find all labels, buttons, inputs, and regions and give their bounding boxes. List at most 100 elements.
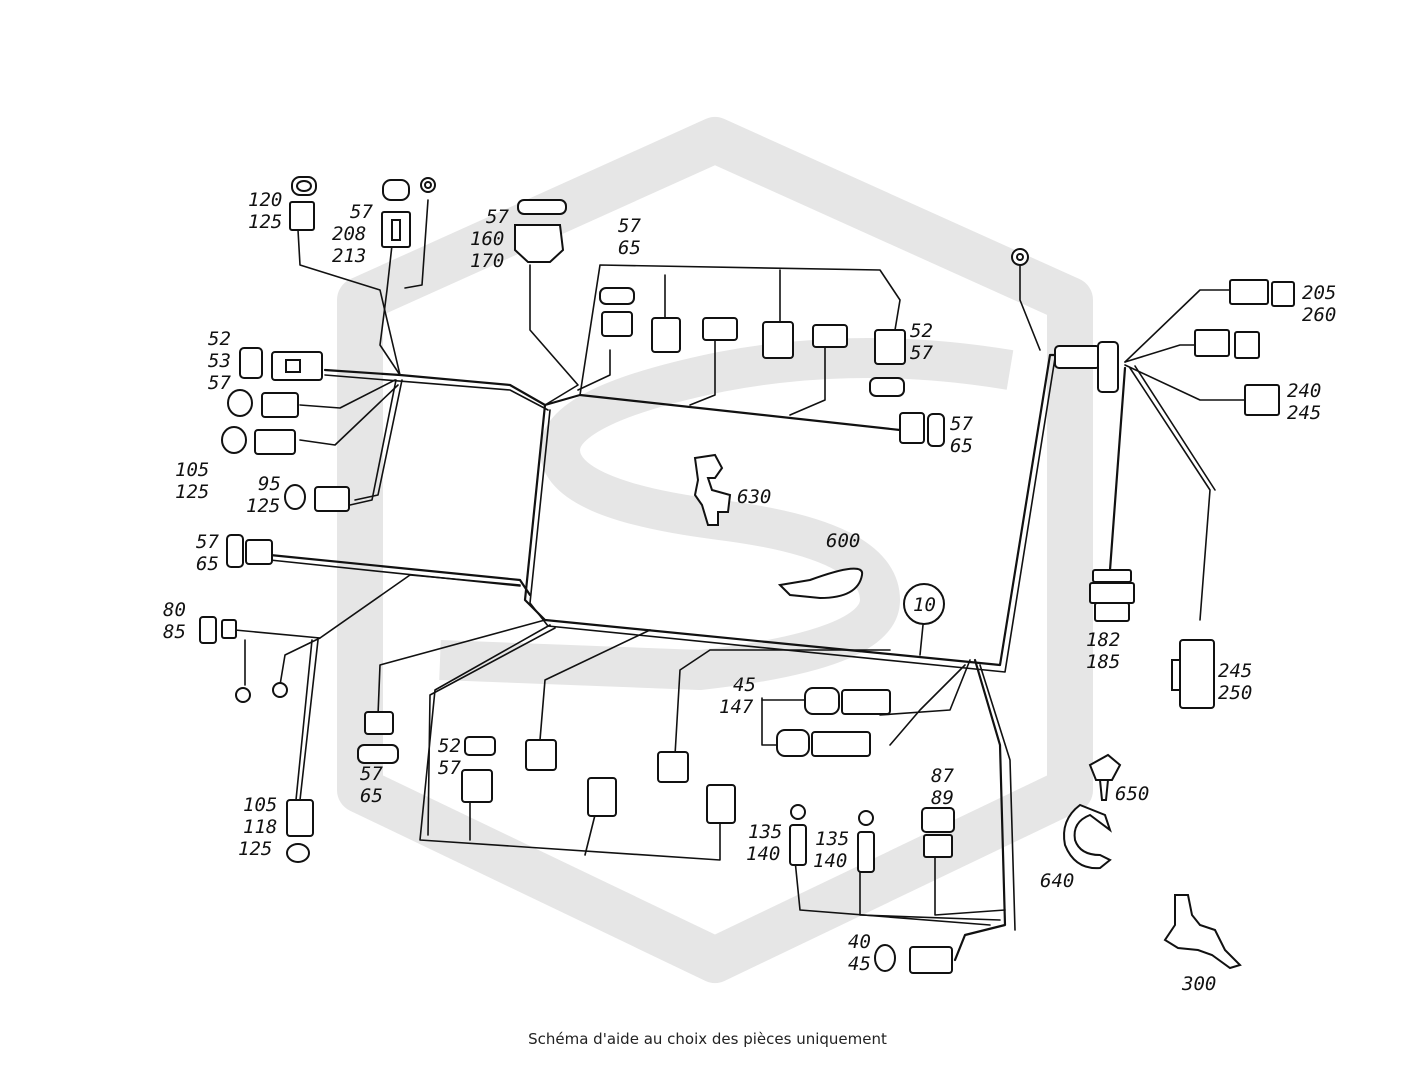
diagram-caption: Schéma d'aide au choix des pièces unique… (528, 1030, 887, 1048)
label-65: 65 (618, 237, 641, 259)
label-45: 45 (848, 953, 871, 975)
connector-245-250[interactable] (1171, 639, 1215, 709)
label-57: 57 (196, 531, 219, 553)
label-600: 600 (826, 530, 860, 552)
label-182: 182 (1086, 629, 1120, 651)
label-57: 57 (360, 763, 383, 785)
label-640: 640 (1040, 870, 1074, 892)
label-57: 57 (486, 206, 509, 228)
label-45: 45 (733, 674, 756, 696)
label-140: 140 (746, 843, 780, 865)
connector-57-208-213[interactable] (381, 179, 411, 248)
label-205: 205 (1302, 282, 1336, 304)
bracket-630[interactable] (693, 453, 732, 526)
label-10: 10 (913, 594, 936, 616)
label-170: 170 (470, 250, 504, 272)
connector-top-2[interactable] (651, 317, 681, 353)
label-87: 87 (931, 765, 954, 787)
connector-205-260-lower[interactable] (1194, 329, 1260, 359)
connector-182-185[interactable] (1089, 569, 1135, 622)
connector-45-147-lower[interactable] (776, 729, 871, 757)
sensor-135-140-left[interactable] (789, 804, 807, 866)
label-120: 120 (248, 189, 282, 211)
sensor-135-140-right[interactable] (857, 810, 875, 873)
label-135: 135 (815, 828, 849, 850)
grommet-main[interactable] (1054, 341, 1119, 393)
connector-80-85[interactable] (199, 616, 237, 644)
label-650: 650 (1115, 783, 1149, 805)
connector-lower-mid-1[interactable] (525, 739, 557, 771)
watermark-logo (337, 117, 1093, 983)
label-147: 147 (719, 696, 754, 718)
label-118: 118 (243, 816, 277, 838)
connector-top-3[interactable] (702, 317, 738, 341)
connector-87-89[interactable] (921, 807, 955, 858)
connector-105-125-upper[interactable] (227, 389, 299, 418)
reference-circle-10 (903, 583, 945, 625)
label-80: 80 (163, 599, 186, 621)
ring-terminals-80-85 (235, 682, 288, 703)
connector-57-65-top[interactable] (599, 287, 635, 337)
ring-terminal-top-right (1011, 248, 1029, 266)
connector-240-245[interactable] (1244, 384, 1280, 416)
part-number-labels: 120 125 57 208 213 57 160 170 57 65 52 5… (163, 189, 1336, 995)
label-53: 53 (208, 350, 231, 372)
label-85: 85 (163, 621, 186, 643)
connector-120-125[interactable] (289, 176, 317, 231)
connector-105-125-lower[interactable] (221, 426, 296, 455)
connector-105-118-125[interactable] (286, 799, 314, 863)
label-245: 245 (1287, 402, 1321, 424)
connector-top-5[interactable] (812, 324, 848, 348)
ring-terminal-top-left (420, 177, 436, 193)
label-57: 57 (208, 372, 231, 394)
connector-lower-mid-4[interactable] (706, 784, 736, 824)
label-57: 57 (910, 342, 933, 364)
connector-52-57-top[interactable] (869, 329, 906, 397)
label-57: 57 (350, 201, 373, 223)
screw-650[interactable] (1088, 753, 1122, 801)
label-95: 95 (258, 473, 281, 495)
connector-57-65-lower-left[interactable] (357, 711, 399, 764)
label-40: 40 (848, 931, 871, 953)
label-240: 240 (1287, 380, 1321, 402)
clamp-640[interactable] (1063, 803, 1112, 870)
label-213: 213 (332, 245, 366, 267)
label-65: 65 (950, 435, 973, 457)
label-260: 260 (1302, 304, 1336, 326)
bracket-300[interactable] (1163, 894, 1242, 970)
cable-tie-600[interactable] (777, 567, 864, 600)
label-57: 57 (438, 757, 461, 779)
label-185: 185 (1086, 651, 1120, 673)
label-65: 65 (196, 553, 219, 575)
label-52: 52 (438, 735, 461, 757)
connector-205-260[interactable] (1229, 279, 1295, 307)
label-125: 125 (238, 838, 272, 860)
label-208: 208 (332, 223, 366, 245)
label-57: 57 (618, 215, 641, 237)
connector-57-65-left[interactable] (226, 534, 273, 568)
label-250: 250 (1218, 682, 1252, 704)
connector-lower-mid-2[interactable] (587, 777, 617, 817)
label-65: 65 (360, 785, 383, 807)
connector-57-65-right[interactable] (899, 412, 945, 447)
connector-52-53-57[interactable] (239, 347, 323, 381)
connector-57-160-170[interactable] (514, 199, 567, 263)
connector-40-45[interactable] (874, 944, 953, 974)
label-52: 52 (910, 320, 933, 342)
label-300: 300 (1181, 973, 1216, 995)
label-52: 52 (208, 328, 231, 350)
connector-95-125[interactable] (284, 484, 350, 512)
label-135: 135 (748, 821, 782, 843)
label-57: 57 (950, 413, 973, 435)
label-140: 140 (813, 850, 847, 872)
connector-lower-mid-3[interactable] (657, 751, 689, 783)
connector-45-147-upper[interactable] (804, 687, 891, 715)
connector-top-4[interactable] (762, 321, 794, 359)
leader-45-147 (761, 697, 806, 746)
label-160: 160 (470, 228, 504, 250)
connector-52-57-lower[interactable] (461, 736, 496, 803)
label-105: 105 (175, 459, 209, 481)
harness-wires (234, 199, 1246, 962)
label-245: 245 (1218, 660, 1252, 682)
